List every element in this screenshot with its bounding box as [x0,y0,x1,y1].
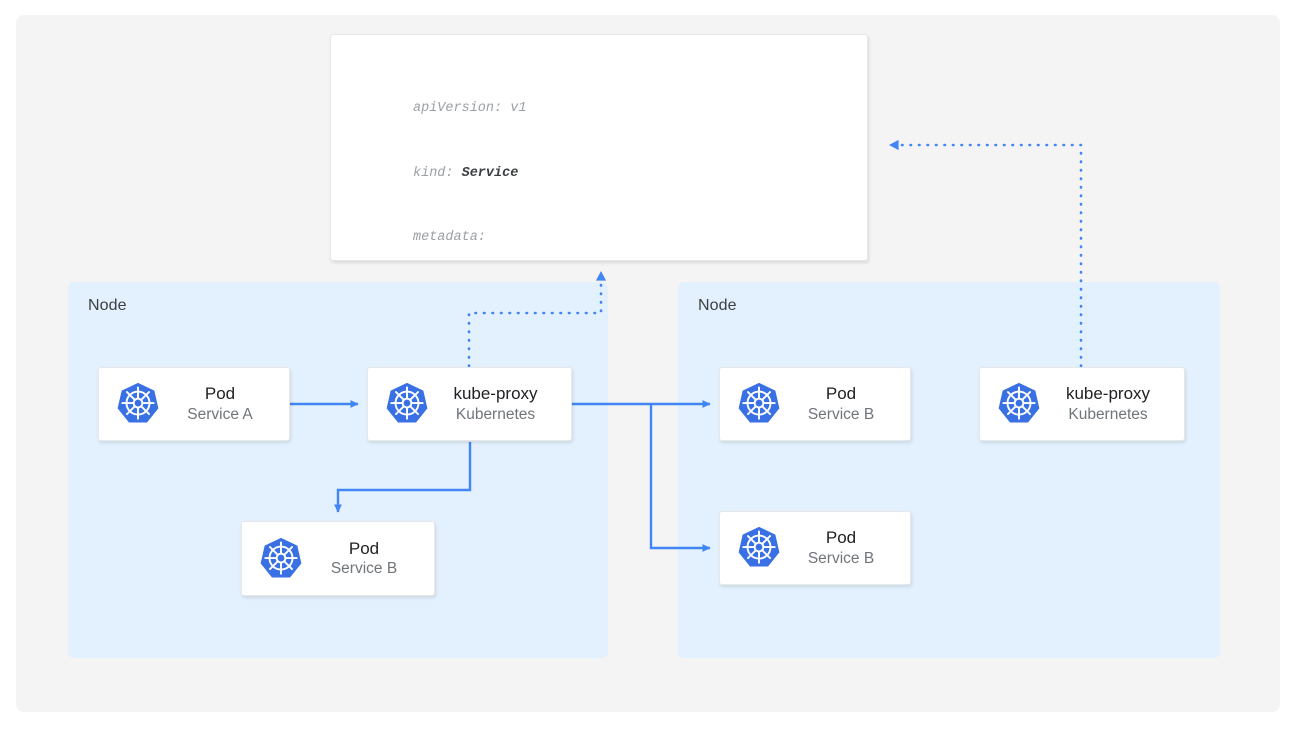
yaml-line-metadata: metadata: [413,230,486,245]
card-pod-service-a[interactable]: Pod Service A [98,367,290,441]
yaml-kind-value: Service [461,165,519,181]
kubernetes-icon [738,382,780,423]
card-text-pod-service-b-local: Pod Service B [304,538,434,580]
kubernetes-icon [998,382,1040,423]
card-subtitle: Service A [187,405,253,423]
kubernetes-icon [260,537,302,578]
card-subtitle: Kubernetes [455,405,536,423]
card-title: Pod [348,538,380,558]
card-text-kube-proxy-left: kube-proxy Kubernetes [430,383,571,425]
kubernetes-icon [117,382,159,423]
card-pod-service-b-remote-bottom[interactable]: Pod Service B [719,511,911,585]
card-subtitle: Service B [330,560,398,578]
kubernetes-icon [738,526,780,567]
card-title: kube-proxy [453,384,538,404]
node-label-right: Node [698,297,737,314]
card-subtitle: Service B [807,405,875,423]
card-title: kube-proxy [1065,384,1151,404]
card-title: Pod [825,528,857,548]
card-text-pod-service-b-remote-bottom: Pod Service B [782,527,910,569]
service-manifest-card: apiVersion: v1 kind: Service metadata: n… [330,34,868,261]
card-subtitle: Service B [807,549,875,567]
card-text-pod-service-a: Pod Service A [161,383,289,425]
node-box-left [68,282,608,658]
yaml-line-apiversion: apiVersion: v1 [413,101,527,116]
kubernetes-icon [386,382,428,423]
card-kube-proxy-left[interactable]: kube-proxy Kubernetes [367,367,572,441]
card-text-pod-service-b-remote-top: Pod Service B [782,383,910,425]
card-title: Pod [204,384,236,404]
service-manifest-text: apiVersion: v1 kind: Service metadata: n… [413,55,745,260]
card-text-kube-proxy-right: kube-proxy Kubernetes [1042,383,1184,425]
card-pod-service-b-local[interactable]: Pod Service B [241,521,435,596]
card-title: Pod [825,384,857,404]
card-pod-service-b-remote-top[interactable]: Pod Service B [719,367,911,441]
node-label-left: Node [88,297,127,314]
node-box-right [678,282,1220,658]
yaml-kind-key: kind: [413,165,462,181]
yaml-line-kind: kind: Service [413,163,745,185]
card-subtitle: Kubernetes [1068,405,1148,423]
card-kube-proxy-right[interactable]: kube-proxy Kubernetes [979,367,1185,441]
